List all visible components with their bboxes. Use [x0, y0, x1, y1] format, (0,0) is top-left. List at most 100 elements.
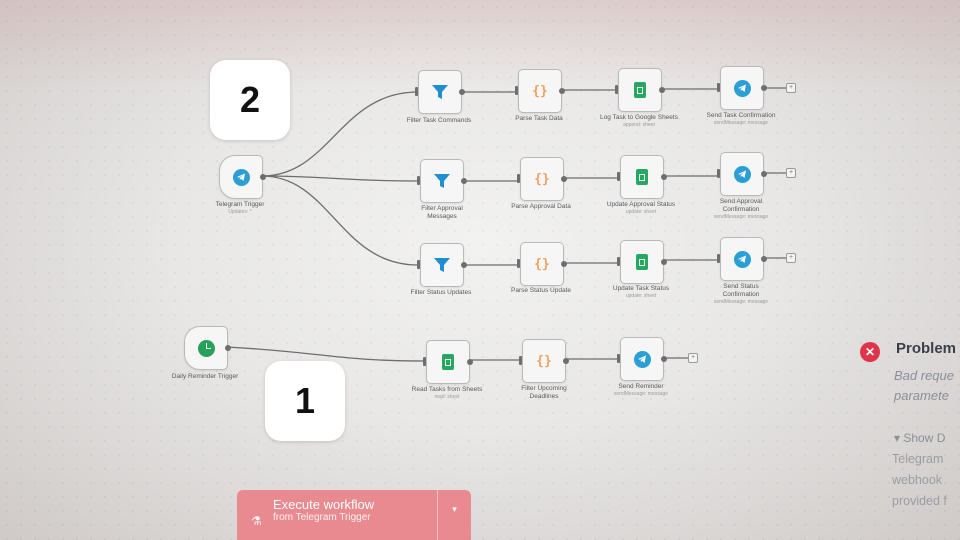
- connection: [226, 346, 425, 362]
- input-port[interactable]: [415, 87, 418, 96]
- input-port[interactable]: [617, 257, 620, 266]
- google-sheets-icon: [636, 254, 648, 270]
- clock-icon: [197, 339, 215, 357]
- output-port[interactable]: [260, 174, 266, 180]
- input-port[interactable]: [717, 169, 720, 178]
- annotation-badge-1: 1: [265, 361, 345, 441]
- node-label: Filter Upcoming Deadlines: [521, 385, 567, 401]
- problem-detail: Telegram: [892, 452, 944, 466]
- output-port[interactable]: [661, 259, 667, 265]
- telegram-icon: [733, 79, 751, 97]
- node-log-task-to-google-sheets[interactable]: [615, 68, 665, 112]
- node-label: Filter Approval Messages: [421, 205, 463, 221]
- node-label: Log Task to Google Sheets append: sheet: [600, 114, 678, 129]
- node-parse-status-update[interactable]: {}: [517, 242, 567, 286]
- input-port[interactable]: [423, 357, 426, 366]
- output-port[interactable]: [761, 171, 767, 177]
- output-port[interactable]: [459, 89, 465, 95]
- google-sheets-icon: [636, 169, 648, 185]
- node-daily-reminder-trigger[interactable]: [184, 326, 231, 370]
- output-port[interactable]: [561, 176, 567, 182]
- code-braces-icon: {}: [532, 83, 548, 99]
- problem-title: Problem: [896, 340, 957, 357]
- node-label: Send Approval Confirmation sendMessage: …: [713, 198, 769, 221]
- node-label: Parse Approval Data: [511, 203, 571, 210]
- execute-workflow-button[interactable]: ⚗ Execute workflow from Telegram Trigger…: [237, 490, 471, 540]
- output-port[interactable]: [225, 345, 231, 351]
- execute-button-sublabel: from Telegram Trigger: [273, 512, 371, 523]
- input-port[interactable]: [717, 254, 720, 263]
- node-filter-status-updates[interactable]: [417, 243, 467, 287]
- input-port[interactable]: [615, 85, 618, 94]
- output-port[interactable]: [661, 356, 667, 362]
- problem-panel: ✕ Problem Bad reque paramete ▾ Show D Te…: [858, 336, 960, 536]
- filter-icon: [432, 85, 448, 99]
- node-read-tasks-from-sheets[interactable]: [423, 340, 473, 384]
- filter-icon: [434, 258, 450, 272]
- node-send-task-confirmation[interactable]: [717, 66, 767, 110]
- node-update-approval-status[interactable]: [617, 155, 667, 199]
- output-port[interactable]: [461, 178, 467, 184]
- output-port[interactable]: [661, 174, 667, 180]
- chevron-down-icon[interactable]: ▾: [437, 490, 471, 540]
- code-braces-icon: {}: [534, 171, 550, 187]
- output-port[interactable]: [561, 261, 567, 267]
- input-port[interactable]: [617, 172, 620, 181]
- add-node-plus-icon[interactable]: +: [786, 83, 796, 93]
- google-sheets-icon: [634, 82, 646, 98]
- node-send-status-confirmation[interactable]: [717, 237, 767, 281]
- node-send-reminder[interactable]: [617, 337, 667, 381]
- node-label: Parse Task Data: [515, 115, 563, 122]
- telegram-icon: [232, 168, 250, 186]
- telegram-icon: [733, 250, 751, 268]
- node-label: Read Tasks from Sheets read: sheet: [411, 386, 483, 401]
- execute-button-label: Execute workflow: [273, 497, 375, 512]
- input-port[interactable]: [617, 354, 620, 363]
- code-braces-icon: {}: [536, 353, 552, 369]
- output-port[interactable]: [467, 359, 473, 365]
- output-port[interactable]: [559, 88, 565, 94]
- input-port[interactable]: [417, 260, 420, 269]
- node-label: Send Task Confirmation sendMessage: mess…: [706, 112, 776, 127]
- add-node-plus-icon[interactable]: +: [786, 253, 796, 263]
- problem-message: Bad reque: [894, 368, 954, 383]
- connection: [261, 175, 419, 266]
- telegram-icon: [733, 165, 751, 183]
- google-sheets-icon: [442, 354, 454, 370]
- input-port[interactable]: [717, 83, 720, 92]
- node-telegram-trigger[interactable]: [219, 155, 266, 199]
- telegram-icon: [633, 350, 651, 368]
- node-label: Filter Status Updates: [410, 289, 472, 296]
- flask-icon: ⚗: [251, 514, 262, 528]
- node-filter-approval-messages[interactable]: [417, 159, 467, 203]
- connection: [261, 175, 419, 182]
- node-label: Filter Task Commands: [406, 117, 472, 124]
- node-update-task-status[interactable]: [617, 240, 667, 284]
- output-port[interactable]: [659, 87, 665, 93]
- node-label: Update Approval Status update: sheet: [606, 201, 676, 216]
- input-port[interactable]: [515, 86, 518, 95]
- node-parse-approval-data[interactable]: {}: [517, 157, 567, 201]
- input-port[interactable]: [517, 174, 520, 183]
- node-label: Telegram Trigger Updates: *: [215, 201, 265, 216]
- show-details-toggle[interactable]: ▾ Show D: [894, 431, 946, 445]
- output-port[interactable]: [761, 256, 767, 262]
- node-filter-task-commands[interactable]: [415, 70, 465, 114]
- input-port[interactable]: [519, 356, 522, 365]
- output-port[interactable]: [461, 262, 467, 268]
- input-port[interactable]: [417, 176, 420, 185]
- problem-message: paramete: [894, 388, 949, 403]
- add-node-plus-icon[interactable]: +: [786, 168, 796, 178]
- node-send-approval-confirmation[interactable]: [717, 152, 767, 196]
- output-port[interactable]: [761, 85, 767, 91]
- node-parse-task-data[interactable]: {}: [515, 69, 565, 113]
- input-port[interactable]: [517, 259, 520, 268]
- code-braces-icon: {}: [534, 256, 550, 272]
- filter-icon: [434, 174, 450, 188]
- node-label: Send Reminder sendMessage: message: [613, 383, 669, 398]
- problem-detail: provided f: [892, 494, 947, 508]
- add-node-plus-icon[interactable]: +: [688, 353, 698, 363]
- output-port[interactable]: [563, 358, 569, 364]
- node-filter-upcoming-deadlines[interactable]: {}: [519, 339, 569, 383]
